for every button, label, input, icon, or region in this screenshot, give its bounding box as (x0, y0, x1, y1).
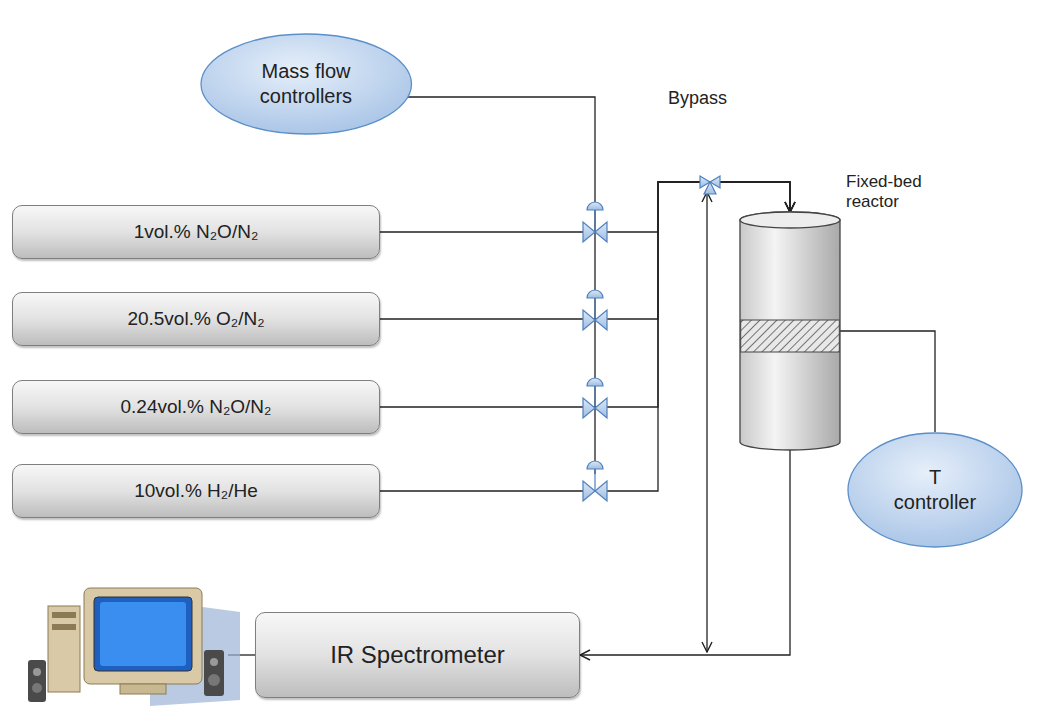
gas-cylinder-box: 1vol.% N₂O/N₂ (12, 205, 380, 259)
valve-label: Bypass (668, 88, 727, 109)
node-label: 0.24vol.% N₂O/N₂ (121, 395, 272, 419)
gas-line (580, 450, 790, 655)
ellipse-outline (200, 33, 413, 135)
controller-ellipse: Mass flow controllers (200, 33, 413, 135)
node-label: T controller (890, 465, 980, 515)
three-way-valve (700, 176, 720, 194)
gas-line (380, 182, 790, 491)
computer-icon (28, 588, 255, 706)
node-label: Mass flow controllers (241, 59, 371, 109)
reactor-cylinder: Fixed-bed reactor (740, 212, 840, 450)
node-label: IR Spectrometer (330, 640, 505, 670)
controller-ellipse: T controller (847, 432, 1023, 548)
control-line (408, 97, 595, 474)
gas-cylinder-box: 10vol.% H₂/He (12, 464, 380, 518)
valve-symbols (583, 202, 607, 501)
gas-cylinder-box: 0.24vol.% N₂O/N₂ (12, 380, 380, 434)
gas-line (840, 331, 935, 432)
node-label: 10vol.% H₂/He (134, 479, 258, 503)
bypass-line (706, 192, 707, 652)
cylinder-outline (740, 212, 840, 450)
gas-cylinder-box: 20.5vol.% O₂/N₂ (12, 292, 380, 346)
node-label: 20.5vol.% O₂/N₂ (127, 307, 264, 331)
gas-line (380, 182, 790, 319)
ellipse-outline (847, 432, 1023, 548)
reactor-label: Fixed-bed reactor (846, 172, 932, 213)
node-label: 1vol.% N₂O/N₂ (134, 220, 259, 244)
gas-line (380, 182, 790, 407)
instrument-box: IR Spectrometer (255, 612, 580, 698)
